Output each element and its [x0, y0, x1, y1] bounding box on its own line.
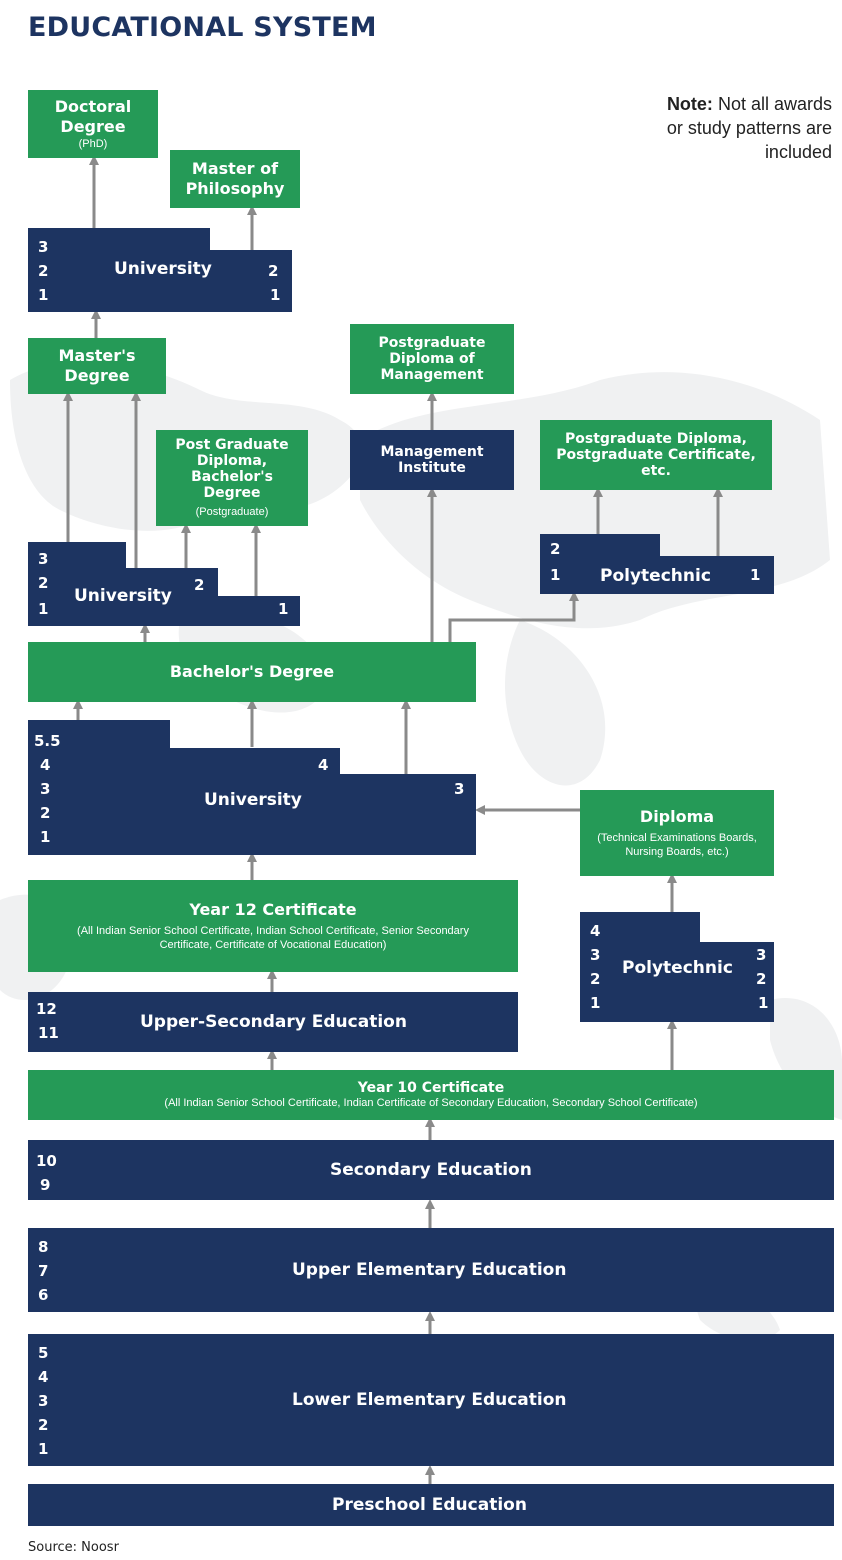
- upper-secondary-year: 12: [36, 1000, 57, 1018]
- university-top-step-year: 2: [268, 262, 279, 280]
- polytechnic-low-label: Polytechnic: [622, 958, 733, 978]
- management-institute-box: Management Institute: [350, 430, 514, 490]
- upper-elementary-year: 6: [38, 1286, 49, 1304]
- university-mid-year: 1: [38, 600, 49, 618]
- pgd-bachelor-title: Post Graduate Diploma, Bachelor's Degree: [175, 437, 289, 501]
- upper-elementary-year: 8: [38, 1238, 49, 1256]
- university-mid-year: 2: [38, 574, 49, 592]
- pgd-bachelor-box: Post Graduate Diploma, Bachelor's Degree…: [156, 430, 308, 526]
- polytechnic-low-year: 3: [590, 946, 601, 964]
- doctoral-degree-box: Doctoral Degree (PhD): [28, 90, 158, 158]
- university-top-year: 2: [38, 262, 49, 280]
- note-text: Not all awards or study patterns are inc…: [666, 94, 832, 162]
- master-of-philosophy-title: Master of Philosophy: [185, 159, 285, 198]
- upper-elementary-block: 8 7 6 Upper Elementary Education: [28, 1228, 834, 1312]
- source-credit: Source: Noosr: [28, 1540, 119, 1555]
- secondary-block: 10 9 Secondary Education: [28, 1140, 834, 1200]
- bachelors-degree-title: Bachelor's Degree: [169, 662, 335, 681]
- university-mid-year: 3: [38, 550, 49, 568]
- page-title: EDUCATIONAL SYSTEM: [28, 12, 377, 43]
- diploma-sub: (Technical Examinations Boards, Nursing …: [597, 832, 757, 858]
- lower-elementary-year: 3: [38, 1392, 49, 1410]
- year12-sub: (All Indian Senior School Certificate, I…: [77, 925, 469, 951]
- polytechnic-top-year: 1: [550, 566, 561, 584]
- university-top-year: 1: [38, 286, 49, 304]
- university-top-step-year: 1: [270, 286, 281, 304]
- year10-sub: (All Indian Senior School Certificate, I…: [164, 1097, 698, 1109]
- university-main-label: University: [204, 790, 302, 810]
- upper-elementary-year: 7: [38, 1262, 49, 1280]
- polytechnic-low-year: 4: [590, 922, 601, 940]
- upper-secondary-label: Upper-Secondary Education: [140, 1012, 407, 1032]
- upper-secondary-block: 12 11 Upper-Secondary Education: [28, 992, 518, 1052]
- secondary-year: 10: [36, 1152, 57, 1170]
- year10-title: Year 10 Certificate: [357, 1080, 505, 1096]
- university-top-label: University: [114, 259, 212, 279]
- secondary-year: 9: [40, 1176, 51, 1194]
- university-main-year: 3: [40, 780, 51, 798]
- polytechnic-low-step-year: 3: [756, 946, 767, 964]
- pgdm-title: Postgraduate Diploma of Management: [378, 335, 486, 383]
- university-main-year: 5.5: [34, 732, 61, 750]
- pgd-bachelor-sub: (Postgraduate): [195, 506, 269, 518]
- polytechnic-low-step-year: 2: [756, 970, 767, 988]
- doctoral-degree-sub: (PhD): [78, 138, 108, 150]
- polytechnic-low-year: 2: [590, 970, 601, 988]
- lower-elementary-year: 2: [38, 1416, 49, 1434]
- university-mid-label: University: [74, 586, 172, 606]
- university-main-year: 4: [40, 756, 51, 774]
- year12-title: Year 12 Certificate: [189, 900, 357, 919]
- bachelors-degree-box: Bachelor's Degree: [28, 642, 476, 702]
- lower-elementary-block: 5 4 3 2 1 Lower Elementary Education: [28, 1334, 834, 1466]
- university-mid-step-year: 2: [194, 576, 205, 594]
- pgdm-box: Postgraduate Diploma of Management: [350, 324, 514, 394]
- year10-certificate-box: Year 10 Certificate (All Indian Senior S…: [28, 1070, 834, 1120]
- polytechnic-low-step-year: 1: [758, 994, 769, 1012]
- pgd-poly-title: Postgraduate Diploma, Postgraduate Certi…: [556, 431, 756, 479]
- polytechnic-low-block: 4 3 2 1 Polytechnic 3 2 1: [580, 912, 774, 1022]
- note-label: Note:: [666, 94, 713, 114]
- university-top-year: 3: [38, 238, 49, 256]
- university-main-step-year: 3: [454, 780, 465, 798]
- university-main-step-year: 4: [318, 756, 329, 774]
- doctoral-degree-title: Doctoral Degree: [54, 97, 132, 136]
- secondary-label: Secondary Education: [330, 1160, 532, 1180]
- polytechnic-low-year: 1: [590, 994, 601, 1012]
- master-of-philosophy-box: Master of Philosophy: [170, 150, 300, 208]
- polytechnic-top-block: 2 1 Polytechnic 1: [540, 534, 774, 594]
- lower-elementary-label: Lower Elementary Education: [292, 1390, 567, 1410]
- lower-elementary-year: 4: [38, 1368, 49, 1386]
- management-institute-title: Management Institute: [380, 444, 484, 476]
- university-top-block: 3 2 1 University 2 1: [28, 228, 292, 312]
- preschool-label: Preschool Education: [332, 1495, 527, 1515]
- polytechnic-top-step-year: 1: [750, 566, 761, 584]
- university-main-year: 2: [40, 804, 51, 822]
- polytechnic-top-year: 2: [550, 540, 561, 558]
- upper-elementary-label: Upper Elementary Education: [292, 1260, 567, 1280]
- polytechnic-top-label: Polytechnic: [600, 566, 711, 586]
- lower-elementary-year: 1: [38, 1440, 49, 1458]
- note: Note: Not all awards or study patterns a…: [652, 92, 832, 164]
- masters-degree-box: Master's Degree: [28, 338, 166, 394]
- upper-secondary-year: 11: [38, 1024, 59, 1042]
- pgd-poly-box: Postgraduate Diploma, Postgraduate Certi…: [540, 420, 772, 490]
- masters-degree-title: Master's Degree: [58, 346, 136, 385]
- diploma-title: Diploma: [639, 807, 715, 826]
- university-main-block: 5.5 4 3 2 1 University 4 3: [28, 720, 476, 855]
- university-main-year: 1: [40, 828, 51, 846]
- diploma-box: Diploma (Technical Examinations Boards, …: [580, 790, 774, 876]
- lower-elementary-year: 5: [38, 1344, 49, 1362]
- university-mid-step-year: 1: [278, 600, 289, 618]
- preschool-block: Preschool Education: [28, 1484, 834, 1526]
- university-mid-block: 3 2 1 University 2 1: [28, 542, 300, 626]
- year12-certificate-box: Year 12 Certificate (All Indian Senior S…: [28, 880, 518, 972]
